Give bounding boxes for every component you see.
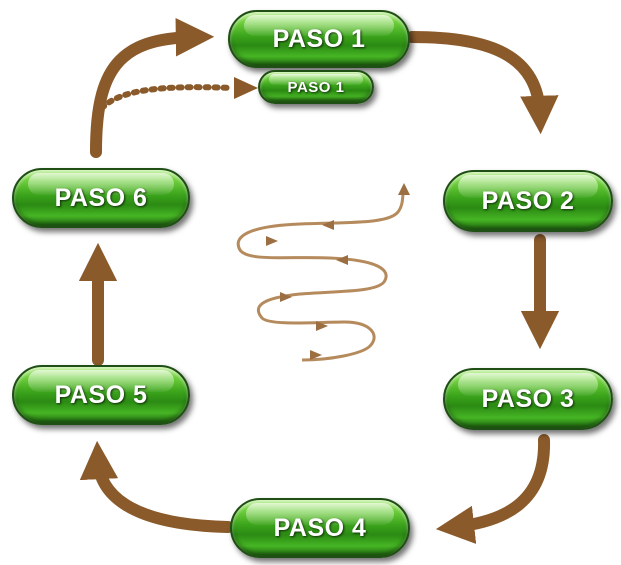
dotted-arrow-head	[234, 77, 258, 99]
step-paso-5: PASO 5	[12, 365, 190, 425]
step-paso-3: PASO 3	[443, 368, 613, 430]
dotted-arrow	[99, 84, 235, 111]
step-paso-1-sub-label: PASO 1	[287, 78, 345, 96]
arrow-paso1-paso2	[406, 31, 559, 135]
step-paso-4-label: PASO 4	[273, 513, 367, 542]
step-paso-6: PASO 6	[12, 168, 190, 228]
step-paso-1: PASO 1	[228, 10, 410, 68]
step-paso-4: PASO 4	[230, 498, 410, 558]
step-paso-2: PASO 2	[443, 170, 613, 232]
arrow-paso4-paso5	[79, 440, 234, 533]
step-paso-1-sub: PASO 1	[258, 70, 374, 104]
arrow-paso3-paso4	[435, 434, 551, 544]
step-paso-1-label: PASO 1	[272, 24, 366, 53]
spiral-arrowheads	[266, 183, 410, 360]
arrow-paso6-paso1	[90, 18, 215, 158]
step-paso-5-label: PASO 5	[54, 380, 148, 409]
step-paso-3-label: PASO 3	[481, 384, 575, 413]
step-paso-2-label: PASO 2	[481, 186, 575, 215]
spiral-icon	[236, 185, 406, 362]
step-paso-6-label: PASO 6	[54, 183, 148, 212]
